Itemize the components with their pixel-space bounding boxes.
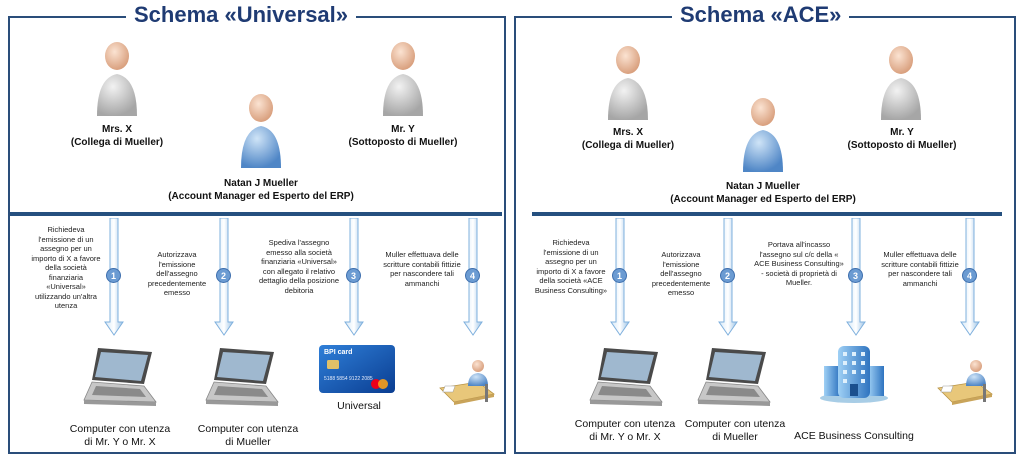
step-2-description: Autorizzava l'emissione dell'assegno pre… (651, 250, 711, 297)
laptop-icon (697, 348, 771, 406)
universal-scheme-title: Schema «Universal» (126, 0, 357, 30)
step-2-description: Autorizzava l'emissione dell'assegno pre… (147, 250, 207, 297)
mrs-x-label: Mrs. X(Collega di Mueller) (70, 124, 164, 148)
step-badge-2: 2 (720, 268, 735, 283)
mueller-label: Natan J Mueller(Account Manager ed Esper… (168, 178, 354, 202)
step-3-description: Spediva l'assegno emesso alla società fi… (258, 238, 340, 295)
step-4-description: Muller effettuava delle scritture contab… (383, 250, 461, 288)
step-badge-3: 3 (848, 268, 863, 283)
svg-text:BPI card: BPI card (324, 349, 352, 356)
mr-y-label: Mr. Y(Sottoposto di Mueller) (847, 127, 957, 151)
mrs-x-label: Mrs. X(Collega di Mueller) (581, 127, 675, 151)
svg-text:5188 5854 9122 2085: 5188 5854 9122 2085 (324, 376, 373, 382)
person-mueller-icon (743, 98, 783, 172)
separator-line (10, 212, 502, 216)
universal-caption: Universal (337, 400, 381, 412)
office-building-icon (820, 346, 888, 403)
desk-worker-icon (937, 360, 993, 405)
mr-y-label: Mr. Y(Sottoposto di Mueller) (348, 124, 458, 148)
ace-business-consulting-caption: ACE Business Consulting (794, 430, 914, 442)
step-badge-4: 4 (962, 268, 977, 283)
credit-card-icon: BPI card 5188 5854 9122 2085 (319, 345, 395, 393)
step-3-description: Portava all'incasso l'assegno sul c/c de… (754, 240, 844, 287)
person-mr-y-icon (881, 46, 921, 120)
person-mrs-x-icon (608, 46, 648, 120)
laptop-icon (205, 348, 279, 406)
mueller-label: Natan J Mueller(Account Manager ed Esper… (670, 181, 856, 205)
ace-scheme-title: Schema «ACE» (672, 0, 850, 30)
step-badge-4: 4 (465, 268, 480, 283)
step-badge-1: 1 (612, 268, 627, 283)
step-1-description: Richiedeva l'emissione di un assegno per… (31, 225, 101, 310)
laptop-icon (83, 348, 157, 406)
separator-line (532, 212, 1002, 216)
laptop-icon (589, 348, 663, 406)
person-mueller-icon (241, 94, 281, 168)
step-badge-1: 1 (106, 268, 121, 283)
desk-worker-icon (439, 360, 495, 405)
step-badge-3: 3 (346, 268, 361, 283)
person-mr-y-icon (383, 42, 423, 116)
person-mrs-x-icon (97, 42, 137, 116)
step-1-description: Richiedeva l'emissione di un assegno per… (534, 238, 608, 295)
step-badge-2: 2 (216, 268, 231, 283)
step-4-description: Muller effettuava delle scritture contab… (881, 250, 959, 288)
